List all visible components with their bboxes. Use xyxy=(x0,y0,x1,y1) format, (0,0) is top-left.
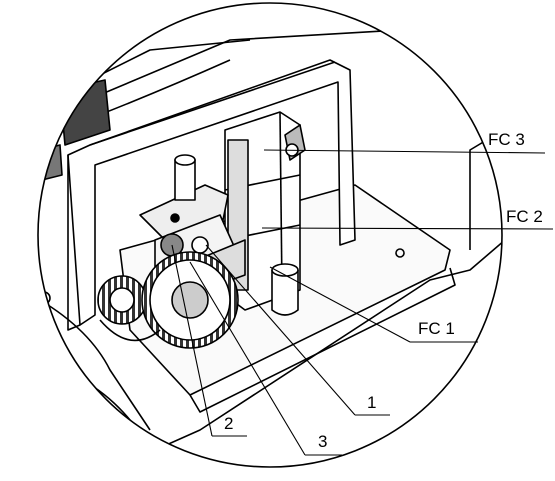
leader-fc2 xyxy=(261,227,554,230)
leader-fc3 xyxy=(263,149,546,154)
leader-2-diag xyxy=(171,244,213,437)
leader-3-diag xyxy=(189,261,306,456)
detail-view xyxy=(38,29,502,467)
label-1: 1 xyxy=(367,393,376,412)
leader-lines xyxy=(171,149,554,456)
label-fc2: FC 2 xyxy=(506,207,543,226)
leader-1-diag xyxy=(205,244,356,416)
label-2: 2 xyxy=(224,414,233,433)
leader-fc1-diag xyxy=(269,266,411,343)
label-fc3: FC 3 xyxy=(488,130,525,149)
label-3: 3 xyxy=(318,432,327,451)
detail-circle-border xyxy=(37,2,503,468)
label-fc1: FC 1 xyxy=(418,319,455,338)
